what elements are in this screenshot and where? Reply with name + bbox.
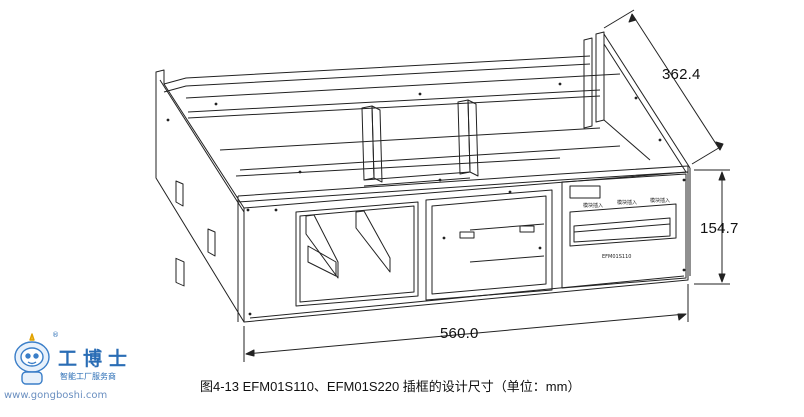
slot-label-1: 模块插入	[583, 202, 603, 209]
back-frame	[163, 31, 691, 173]
right-side-plate	[687, 166, 691, 280]
left-side-plate	[155, 69, 245, 323]
front-face: 模块插入 模块插入 模块插入 EFM01S110	[243, 171, 689, 323]
width-dimension-line	[243, 284, 689, 362]
slot-label-3: 模块插入	[650, 197, 670, 204]
watermark-brand: 工博士	[58, 348, 134, 370]
width-dimension-label: 560.0	[440, 325, 479, 342]
registered-mark: ®	[52, 331, 59, 339]
model-label: EFM01S110	[602, 254, 631, 260]
height-dimension-line	[694, 169, 730, 285]
robot-mascot-icon	[14, 333, 50, 385]
depth-dimension-line	[603, 9, 724, 165]
slot-label-2: 模块插入	[617, 199, 637, 206]
watermark-tagline: 智能工厂服务商	[60, 372, 116, 381]
fastener-holes	[166, 82, 686, 316]
internal-brackets	[219, 99, 621, 187]
figure-caption: 图4-13 EFM01S110、EFM01S220 插框的设计尺寸（单位：mm）	[200, 379, 581, 394]
watermark-url: www.gongboshi.com	[4, 390, 108, 401]
depth-dimension-label: 362.4	[662, 66, 701, 83]
height-dimension-label: 154.7	[700, 220, 739, 237]
front-top-edge	[237, 165, 689, 322]
